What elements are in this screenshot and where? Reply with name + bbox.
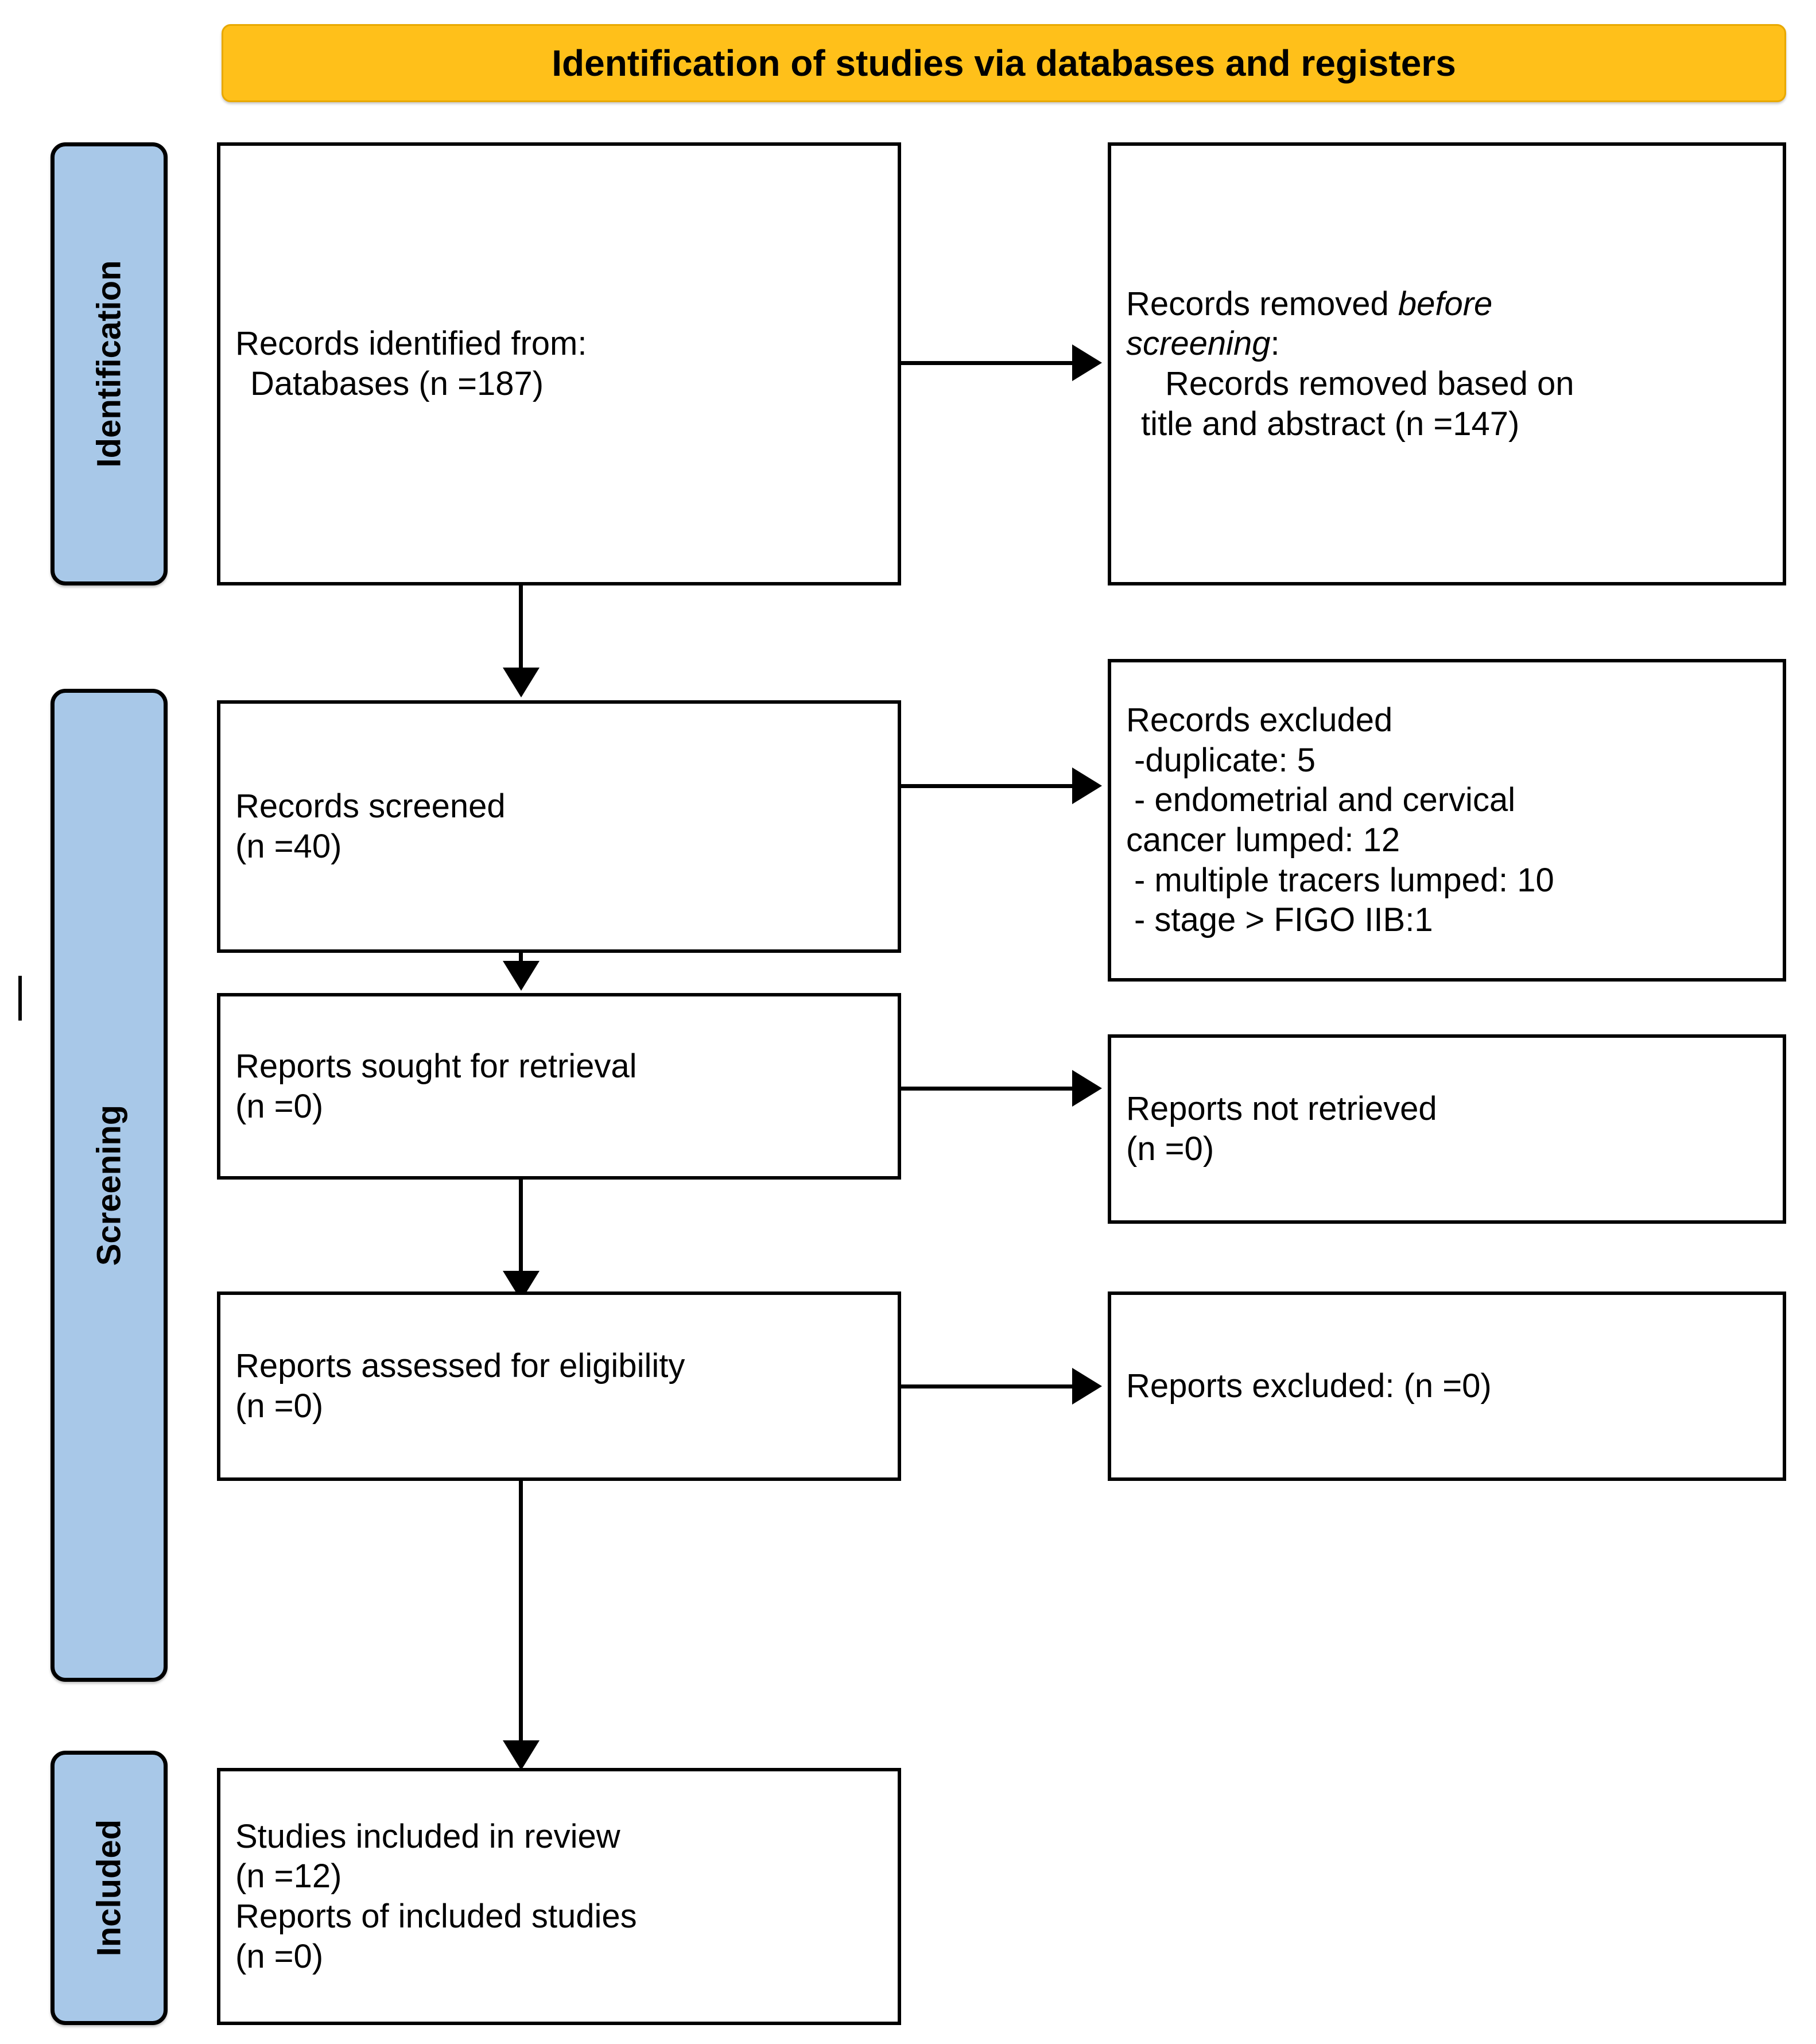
box-records-excluded: Records excluded -duplicate: 5 - endomet… <box>1108 659 1786 982</box>
reports-sought-line-1: Reports sought for retrieval <box>235 1047 637 1085</box>
edge-identified-to-screened-arrow <box>503 668 540 697</box>
records-identified-line-1: Records identified from: <box>235 325 587 363</box>
edge-assessed-to-included-arrow <box>503 1740 540 1770</box>
edge-sought-to-notretrieved-arrow <box>1072 1070 1102 1107</box>
reports-sought-line-2: (n =0) <box>235 1087 324 1125</box>
box-records-removed-before-screening: Records removed before screening: Record… <box>1108 142 1786 585</box>
records-excluded-line-6: - stage > FIGO IIB:1 <box>1134 901 1433 939</box>
box-records-screened: Records screened (n =40) <box>217 700 901 953</box>
records-removed-line-1: Records removed before <box>1126 284 1768 324</box>
edge-sought-to-assessed-line <box>519 1178 523 1275</box>
box-records-identified: Records identified from: Databases (n =1… <box>217 142 901 585</box>
edge-identified-to-screened-line <box>519 585 523 672</box>
edge-assessed-to-reportsexcluded-line <box>901 1384 1073 1388</box>
records-excluded-line-1: Records excluded <box>1126 701 1393 739</box>
edge-identified-to-removed-arrow <box>1072 344 1102 381</box>
studies-included-line-3: Reports of included studies <box>235 1898 637 1935</box>
records-identified-line-2: Databases (n =187) <box>250 365 544 402</box>
diagram-title: Identification of studies via databases … <box>552 42 1456 84</box>
records-screened-line-2: (n =40) <box>235 828 342 865</box>
records-removed-line-4: title and abstract (n =147) <box>1141 405 1520 443</box>
reports-not-retrieved-line-2: (n =0) <box>1126 1130 1214 1168</box>
stage-label-included: Included <box>90 1819 128 1957</box>
records-screened-line-1: Records screened <box>235 788 506 825</box>
box-reports-assessed-text: Reports assessed for eligibility (n =0) <box>220 1346 898 1426</box>
box-records-excluded-text: Records excluded -duplicate: 5 - endomet… <box>1111 700 1783 940</box>
box-reports-not-retrieved-text: Reports not retrieved (n =0) <box>1111 1089 1783 1169</box>
stage-bar-identification: Identification <box>51 142 168 585</box>
box-reports-excluded: Reports excluded: (n =0) <box>1108 1291 1786 1481</box>
records-excluded-line-2: -duplicate: 5 <box>1134 741 1316 779</box>
edge-sought-to-notretrieved-line <box>901 1087 1073 1091</box>
diagram-header-banner: Identification of studies via databases … <box>222 24 1786 102</box>
studies-included-line-1: Studies included in review <box>235 1817 620 1855</box>
reports-not-retrieved-line-1: Reports not retrieved <box>1126 1090 1437 1128</box>
box-records-removed-text: Records removed before screening: Record… <box>1111 284 1783 444</box>
stage-bar-included: Included <box>51 1751 168 2025</box>
records-removed-line-3: Records removed based on <box>1165 365 1574 402</box>
box-records-identified-text: Records identified from: Databases (n =1… <box>220 324 898 404</box>
reports-excluded-line-1: Reports excluded: (n =0) <box>1126 1367 1492 1405</box>
box-studies-included-in-review: Studies included in review (n =12) Repor… <box>217 1768 901 2025</box>
box-reports-sought-for-retrieval: Reports sought for retrieval (n =0) <box>217 993 901 1180</box>
box-reports-not-retrieved: Reports not retrieved (n =0) <box>1108 1034 1786 1224</box>
reports-assessed-line-2: (n =0) <box>235 1387 324 1425</box>
box-reports-assessed-for-eligibility: Reports assessed for eligibility (n =0) <box>217 1291 901 1481</box>
edge-assessed-to-reportsexcluded-arrow <box>1072 1368 1102 1405</box>
box-reports-sought-text: Reports sought for retrieval (n =0) <box>220 1046 898 1126</box>
edge-assessed-to-included-line <box>519 1481 523 1745</box>
box-reports-excluded-text: Reports excluded: (n =0) <box>1111 1366 1783 1406</box>
records-excluded-line-5: - multiple tracers lumped: 10 <box>1134 861 1554 899</box>
records-removed-line-1-prefix: Records removed <box>1126 285 1398 323</box>
studies-included-line-2: (n =12) <box>235 1857 342 1895</box>
stage-label-screening: Screening <box>90 1104 128 1266</box>
records-excluded-line-3: - endometrial and cervical <box>1134 781 1516 819</box>
box-records-screened-text: Records screened (n =40) <box>220 786 898 866</box>
stray-tick-mark <box>18 976 22 1021</box>
edge-screened-to-excluded-line <box>901 784 1073 788</box>
edge-screened-to-excluded-arrow <box>1072 767 1102 804</box>
edge-identified-to-removed-line <box>901 361 1073 365</box>
box-studies-included-text: Studies included in review (n =12) Repor… <box>220 1817 898 1976</box>
edge-screened-to-sought-arrow <box>503 961 540 991</box>
records-removed-line-2-emphasis: screening <box>1126 325 1271 363</box>
records-removed-line-2-suffix: : <box>1270 325 1280 363</box>
studies-included-line-4: (n =0) <box>235 1937 324 1975</box>
records-excluded-line-4: cancer lumped: 12 <box>1126 821 1400 859</box>
records-removed-line-2: screening: <box>1126 324 1768 364</box>
stage-bar-screening: Screening <box>51 689 168 1682</box>
records-removed-line-1-emphasis: before <box>1398 285 1493 323</box>
reports-assessed-line-1: Reports assessed for eligibility <box>235 1347 685 1385</box>
stage-label-identification: Identification <box>90 260 128 468</box>
